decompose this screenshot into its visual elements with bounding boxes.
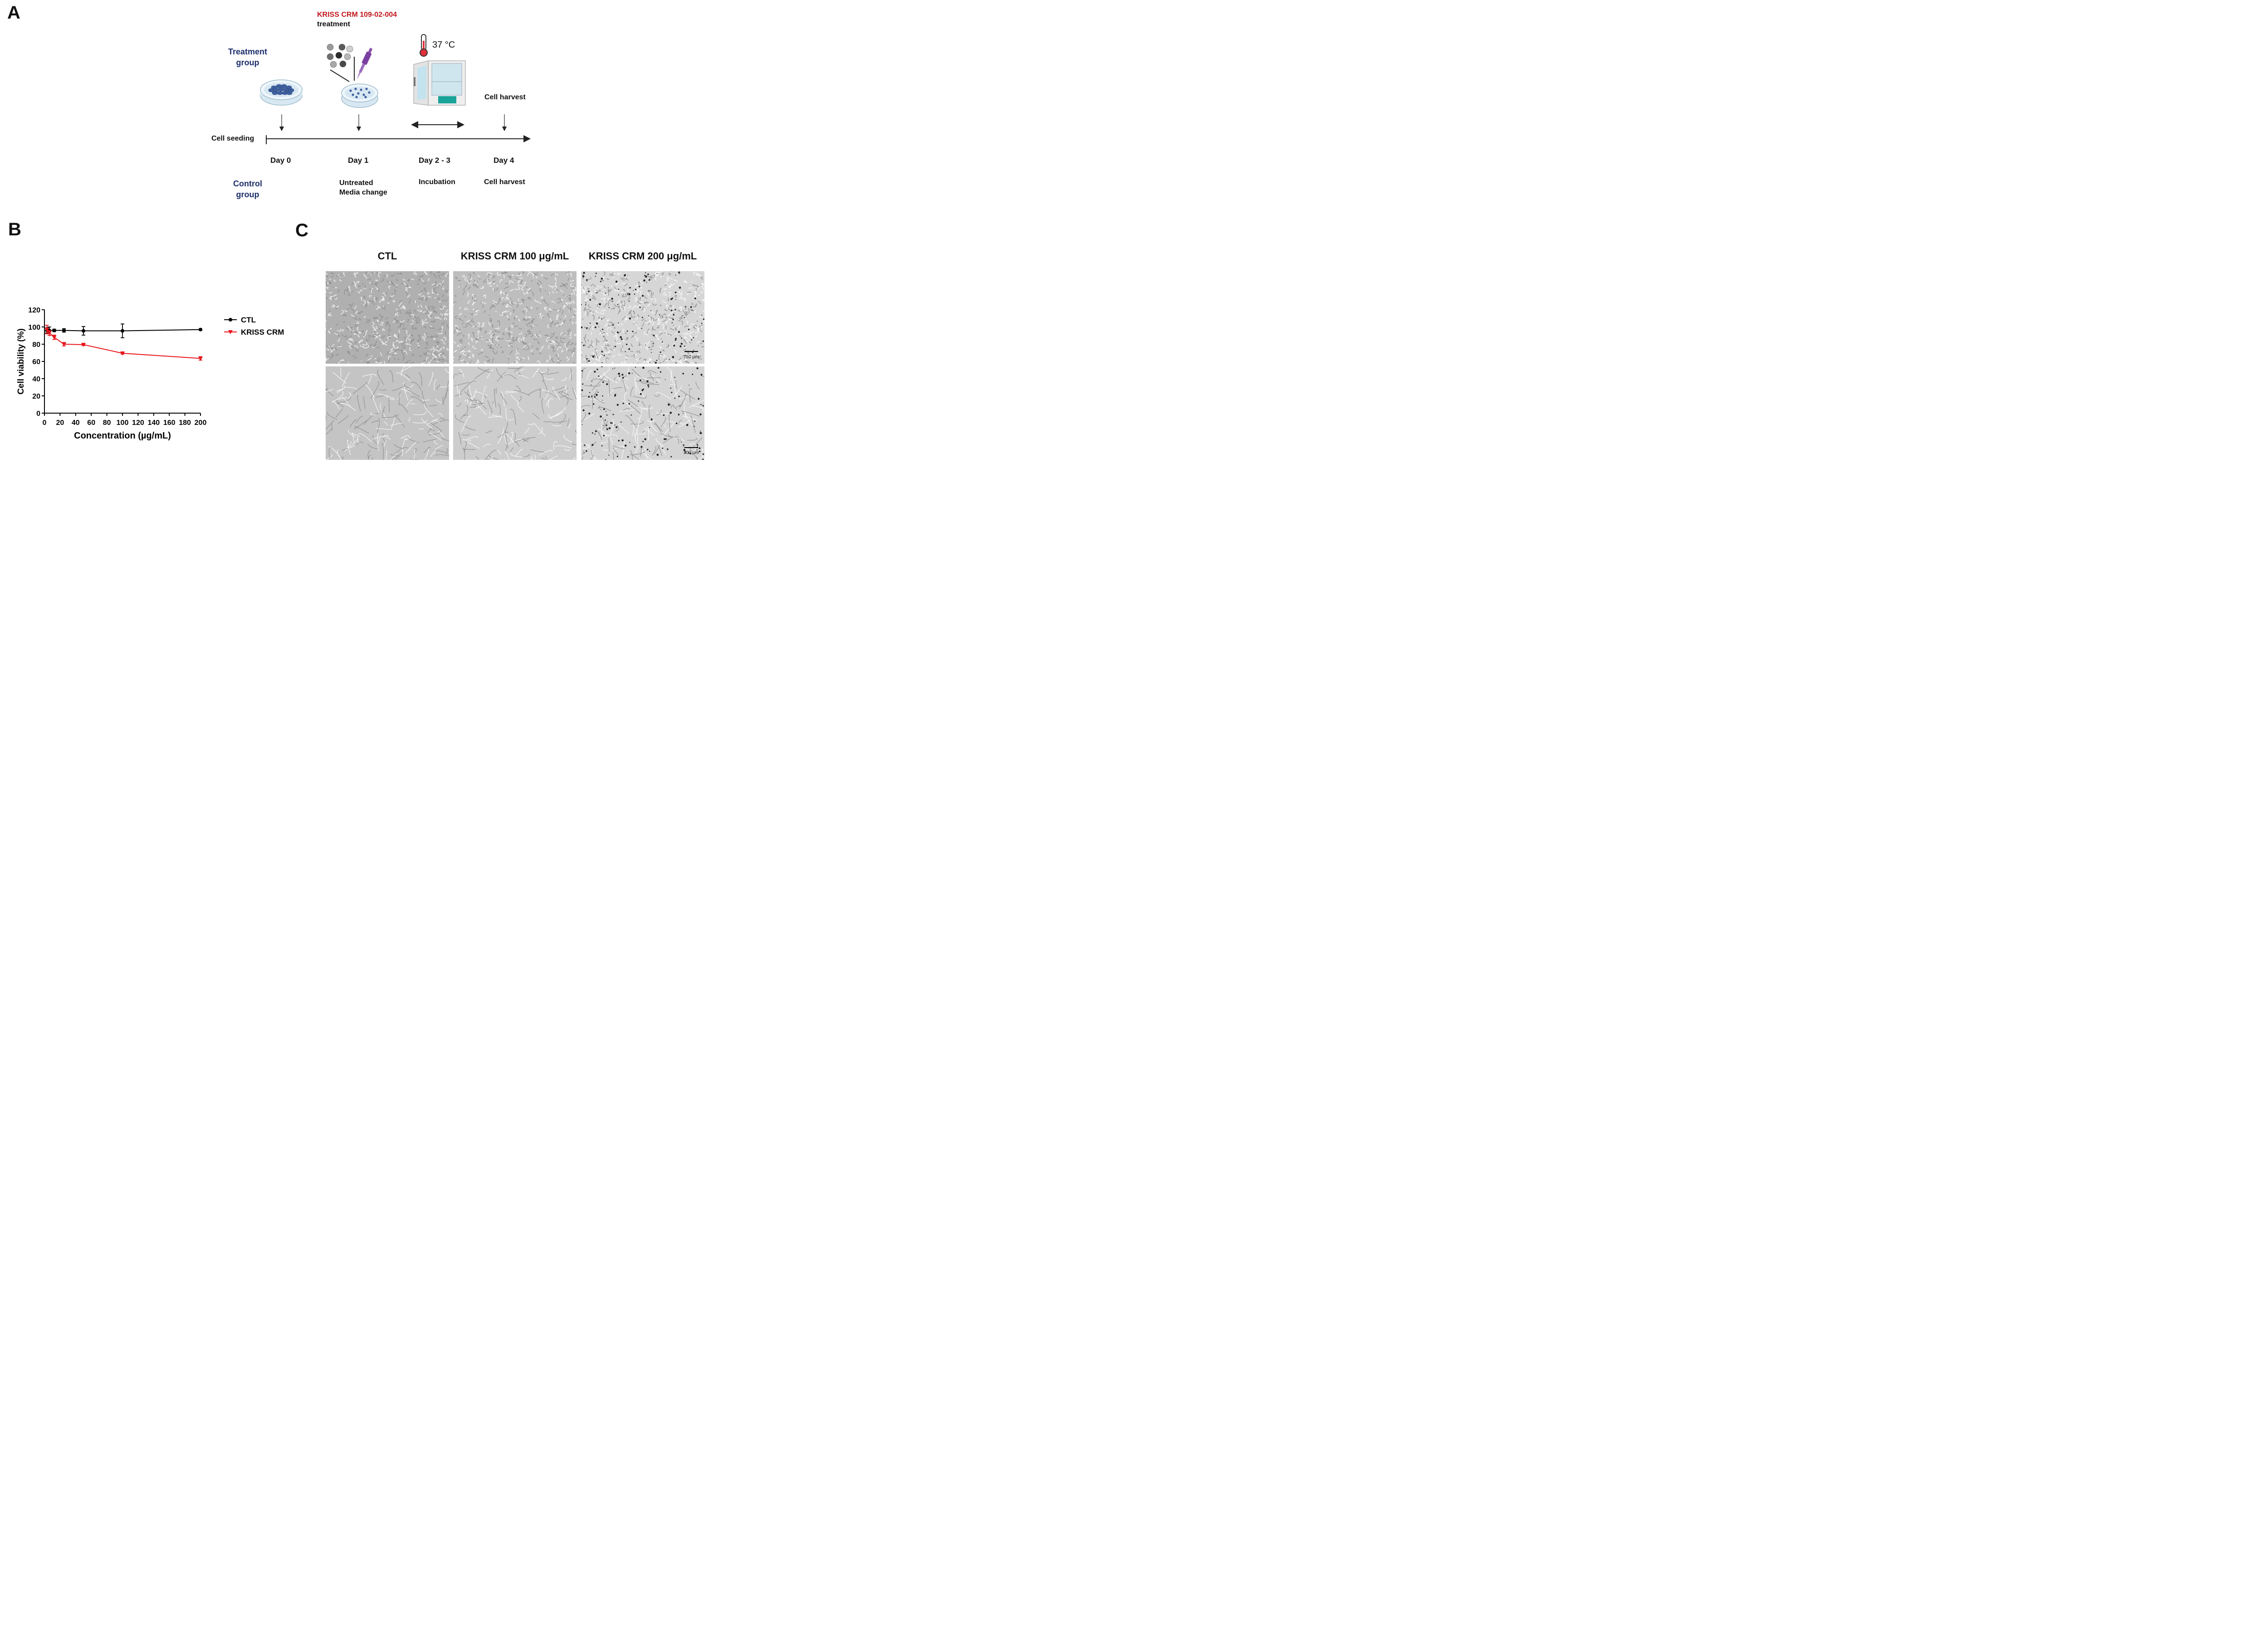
incubator-icon xyxy=(413,60,466,106)
micrograph-texture xyxy=(326,366,449,460)
y-tick-label: 60 xyxy=(32,358,40,366)
timeline xyxy=(266,114,531,144)
y-tick-label: 40 xyxy=(32,375,40,383)
x-tick-label: 160 xyxy=(163,419,176,427)
micrograph-crm-100-high-mag xyxy=(453,366,577,460)
data-point xyxy=(82,329,85,333)
x-tick-label: 0 xyxy=(43,419,47,427)
thermometer-icon xyxy=(420,34,428,57)
temperature-label: 37 °C xyxy=(432,40,455,50)
column-header-ctl: CTL xyxy=(377,250,397,262)
data-point xyxy=(62,328,66,332)
day-2-3-label: Day 2 - 3 xyxy=(419,156,450,165)
figure: A KRISS CRM 109-02-004 treatment Treatme… xyxy=(0,0,709,464)
treatment-dish-with-particles-icon xyxy=(327,44,378,108)
y-axis-title: Cell viability (%) xyxy=(16,328,26,395)
control-day4-step: Cell harvest xyxy=(484,178,525,186)
legend-marker-0 xyxy=(229,318,232,322)
control-day23-step: Incubation xyxy=(419,178,455,186)
scale-bar-label-300: 300 μm xyxy=(684,450,699,455)
micrograph-texture xyxy=(581,366,704,460)
data-point xyxy=(44,327,49,332)
scale-bar-750 xyxy=(684,351,698,352)
micrograph-texture xyxy=(581,271,704,364)
day-1-label: Day 1 xyxy=(348,156,369,165)
legend-label-0: CTL xyxy=(241,316,256,324)
x-tick-label: 140 xyxy=(147,419,160,427)
petri-dish-seeded-icon xyxy=(260,79,303,106)
micrograph-crm-100-low-mag xyxy=(453,271,577,364)
legend-marker-1 xyxy=(228,330,233,334)
micrograph-texture xyxy=(326,271,449,364)
column-header-crm-200: KRISS CRM 200 μg/mL xyxy=(588,250,697,262)
legend-label-1: KRISS CRM xyxy=(241,328,284,336)
data-point xyxy=(52,328,56,332)
x-tick-label: 80 xyxy=(103,419,111,427)
day-0-label: Day 0 xyxy=(270,156,291,165)
data-point xyxy=(47,331,52,336)
data-point xyxy=(81,342,86,347)
x-tick-label: 100 xyxy=(117,419,129,427)
x-tick-label: 200 xyxy=(195,419,207,427)
y-tick-label: 100 xyxy=(28,324,40,332)
data-point xyxy=(198,356,203,361)
control-day1-step: Untreated Media change xyxy=(339,179,387,196)
treatment-compound-label: KRISS CRM 109-02-004 xyxy=(317,11,397,19)
data-point xyxy=(52,335,57,340)
data-point xyxy=(120,351,125,356)
micrograph-crm-200-low-mag xyxy=(581,271,704,364)
panel-label-a: A xyxy=(7,3,20,23)
cell-harvest-top-label: Cell harvest xyxy=(484,93,526,101)
panel-label-b: B xyxy=(8,219,21,239)
day-4-label: Day 4 xyxy=(494,156,514,165)
treatment-group-label: Treatment group xyxy=(228,47,268,67)
data-point xyxy=(121,329,124,333)
micrograph-ctl-low-mag xyxy=(326,271,449,364)
x-tick-label: 40 xyxy=(72,419,80,427)
micrograph-crm-200-high-mag xyxy=(581,366,704,460)
x-axis-title: Concentration (µg/mL) xyxy=(74,431,171,441)
y-tick-label: 120 xyxy=(28,307,40,314)
x-tick-label: 180 xyxy=(179,419,191,427)
treatment-word: treatment xyxy=(317,20,350,28)
x-tick-label: 120 xyxy=(132,419,144,427)
micrograph-ctl-high-mag xyxy=(326,366,449,460)
micrograph-texture xyxy=(453,271,577,364)
panel-label-c: C xyxy=(295,220,308,240)
data-point xyxy=(199,327,202,332)
y-tick-label: 80 xyxy=(32,341,40,349)
control-group-label: Control group xyxy=(233,179,262,199)
y-tick-label: 0 xyxy=(36,410,40,418)
scale-bar-label-750: 750 μm xyxy=(684,355,699,360)
scale-bar-300 xyxy=(684,447,698,448)
x-tick-label: 60 xyxy=(87,419,95,427)
data-point xyxy=(62,342,66,346)
x-tick-label: 20 xyxy=(56,419,64,427)
cell-seeding-label: Cell seeding xyxy=(211,135,254,142)
y-tick-label: 20 xyxy=(32,393,40,400)
micrograph-texture xyxy=(453,366,577,460)
column-header-crm-100: KRISS CRM 100 μg/mL xyxy=(460,250,569,262)
